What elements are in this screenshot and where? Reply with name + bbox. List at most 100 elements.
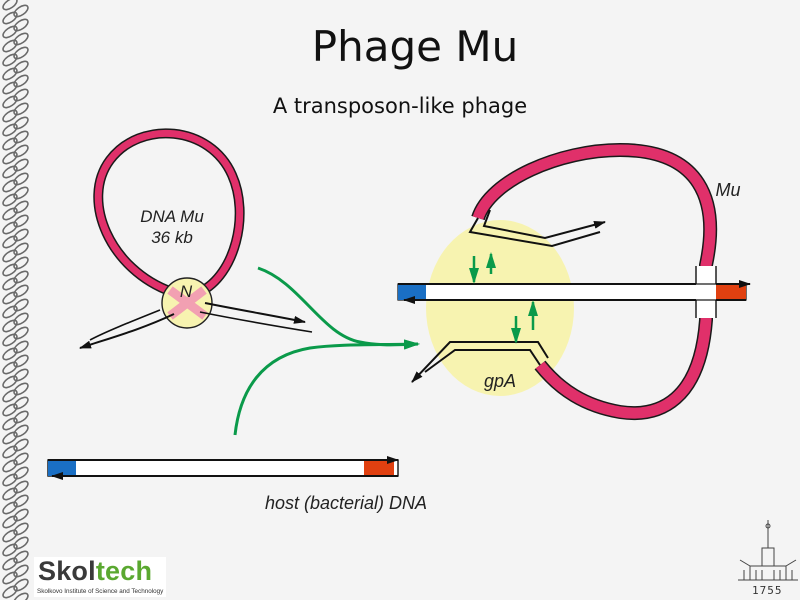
chain-link — [2, 95, 18, 109]
chain-link — [2, 305, 18, 319]
chain-link — [2, 235, 18, 249]
gpa-label: gpA — [484, 371, 516, 391]
chain-link — [13, 32, 29, 46]
chain-link — [13, 228, 29, 242]
logo-suffix: tech — [95, 556, 153, 586]
host-dna — [47, 456, 399, 480]
chain-link — [2, 0, 18, 11]
chain-link — [13, 424, 29, 438]
chain-link — [13, 130, 29, 144]
chain-link — [2, 445, 18, 459]
chain-link — [13, 466, 29, 480]
page-subtitle: A transposon-like phage — [272, 94, 528, 118]
circle-size-label: 36 kb — [151, 228, 193, 247]
chain-link — [2, 459, 18, 473]
chain-link — [2, 403, 18, 417]
chain-link — [13, 438, 29, 452]
chain-link — [13, 242, 29, 256]
chain-link — [13, 494, 29, 508]
chain-link — [13, 116, 29, 130]
green-arrow-upper — [257, 266, 420, 350]
target-dna — [397, 280, 751, 304]
chain-link — [13, 144, 29, 158]
chain-link — [2, 571, 18, 585]
circle-name-label: DNA Mu — [140, 207, 204, 226]
chain-link — [2, 249, 18, 263]
chain-link — [13, 508, 29, 522]
chain-link — [2, 221, 18, 235]
chain-link — [13, 186, 29, 200]
chain-link — [2, 487, 18, 501]
chain-link — [13, 214, 29, 228]
chain-link — [2, 123, 18, 137]
logo-tagline: Skolkovo Institute of Science and Techno… — [37, 588, 164, 595]
chain-link — [13, 326, 29, 340]
chain-link — [13, 298, 29, 312]
chain-link — [13, 452, 29, 466]
chain-link — [2, 375, 18, 389]
chain-link — [13, 480, 29, 494]
host-right-end — [364, 460, 394, 476]
chain-link — [13, 550, 29, 564]
chain-link — [2, 109, 18, 123]
chain-link — [2, 515, 18, 529]
chain-link — [13, 172, 29, 186]
chain-link — [13, 410, 29, 424]
chain-link — [2, 277, 18, 291]
chain-link — [13, 88, 29, 102]
chain-link — [2, 53, 18, 67]
chain-link — [2, 585, 18, 599]
chain-link — [13, 18, 29, 32]
chain-link — [2, 529, 18, 543]
chain-link — [2, 417, 18, 431]
chain-link — [2, 165, 18, 179]
chain-link — [2, 207, 18, 221]
chain-link — [2, 361, 18, 375]
chain-link — [2, 137, 18, 151]
chain-link — [13, 396, 29, 410]
target-right-end — [716, 284, 746, 300]
chain-link — [13, 200, 29, 214]
chain-link — [2, 347, 18, 361]
host-left-end — [48, 460, 76, 476]
circular-mu-dna — [79, 128, 313, 349]
chain-link — [2, 67, 18, 81]
chain-link — [2, 319, 18, 333]
chain-link — [13, 270, 29, 284]
chain-link — [13, 256, 29, 270]
chain-link — [2, 291, 18, 305]
chain-link — [2, 389, 18, 403]
chain-link — [2, 333, 18, 347]
chain-link — [2, 25, 18, 39]
chain-link — [13, 158, 29, 172]
chain-link — [2, 431, 18, 445]
chain-link — [2, 179, 18, 193]
chain-link — [2, 501, 18, 515]
chain-link — [13, 102, 29, 116]
chain-link — [13, 564, 29, 578]
chain-link — [13, 368, 29, 382]
chain-link — [2, 473, 18, 487]
chain-link — [13, 382, 29, 396]
skoltech-logo: Skoltech Skolkovo Institute of Science a… — [34, 556, 166, 597]
chain-link — [2, 193, 18, 207]
cleavage-arrows — [469, 252, 538, 344]
target-left-end — [398, 284, 426, 300]
emblem-year: 1755 — [752, 584, 783, 597]
chain-border — [2, 0, 29, 600]
university-emblem — [738, 520, 798, 581]
chain-link — [13, 60, 29, 74]
chain-link — [2, 81, 18, 95]
n-site-label: N — [180, 282, 193, 301]
chain-link — [13, 340, 29, 354]
chain-link — [13, 4, 29, 18]
chain-link — [13, 74, 29, 88]
logo-prefix: Skol — [38, 556, 96, 586]
chain-link — [13, 578, 29, 592]
chain-link — [13, 522, 29, 536]
chain-link — [13, 312, 29, 326]
chain-link — [13, 592, 29, 600]
chain-link — [13, 536, 29, 550]
gpa-halo — [426, 220, 574, 396]
